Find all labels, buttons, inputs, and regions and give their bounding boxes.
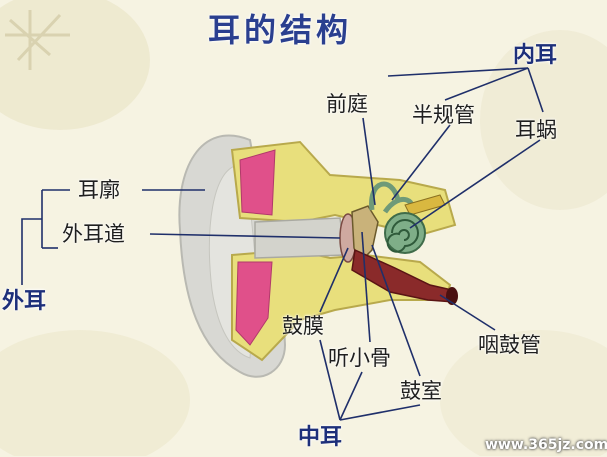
label-auricle: 耳廓 — [78, 178, 120, 202]
label-semicircular-canals: 半规管 — [412, 103, 475, 127]
label-inner-ear: 内耳 — [513, 43, 558, 68]
tissue-lower — [235, 261, 273, 346]
label-eustachian-tube: 咽鼓管 — [478, 333, 541, 357]
label-ossicles: 听小骨 — [328, 346, 391, 370]
label-vestibule: 前庭 — [326, 92, 368, 116]
leader-lines — [21, 67, 544, 421]
label-tympanic-cavity: 鼓室 — [400, 379, 442, 403]
label-middle-ear: 中耳 — [298, 425, 343, 450]
label-ear-canal: 外耳道 — [62, 222, 125, 246]
label-eardrum: 鼓膜 — [282, 314, 324, 338]
watermark: www.365jz.com — [485, 437, 607, 453]
tissue-upper — [239, 149, 276, 216]
diagram-title: 耳的结构 — [208, 11, 353, 49]
ossicles-shape — [351, 205, 379, 264]
label-cochlea: 耳蜗 — [515, 118, 557, 142]
cochlea-shape — [384, 212, 426, 254]
label-outer-ear: 外耳 — [2, 289, 47, 314]
